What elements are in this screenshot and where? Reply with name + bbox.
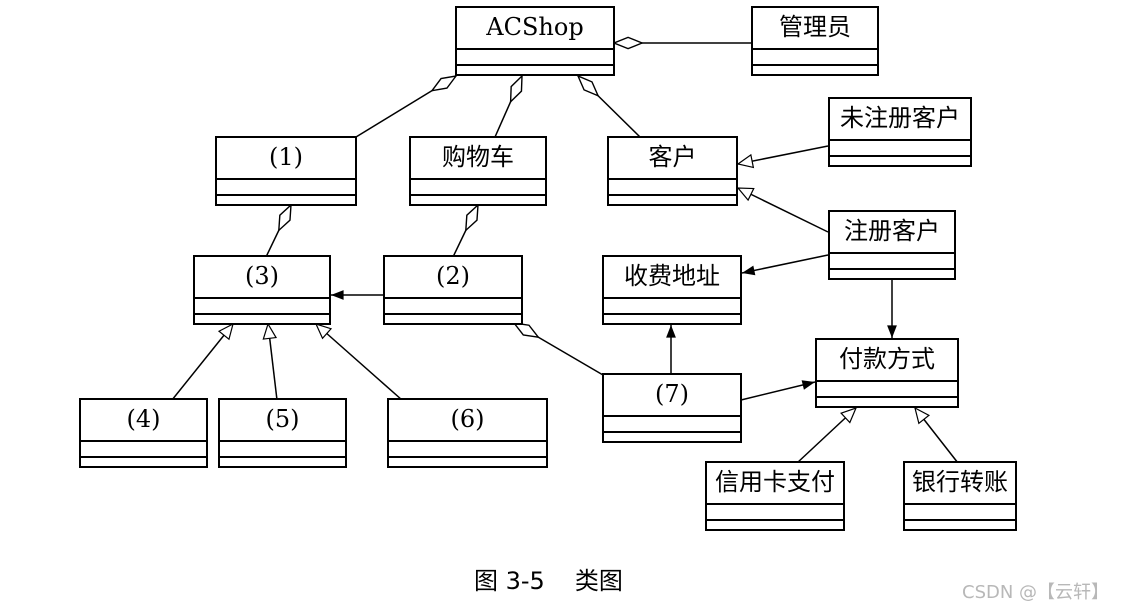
operations-section <box>81 458 206 471</box>
generalization-c4-c3 <box>171 324 233 401</box>
figure-number: 图 3-5 <box>474 567 545 595</box>
class-admin: 管理员 <box>751 6 879 76</box>
class-cart: 购物车 <box>409 136 547 206</box>
aggregation-c3-c1 <box>265 205 291 258</box>
class-name: (1) <box>217 138 355 180</box>
operations-section <box>905 521 1015 534</box>
attributes-section <box>81 442 206 458</box>
operations-section <box>411 196 545 209</box>
attributes-section <box>195 299 329 315</box>
operations-section <box>830 157 970 170</box>
class-name: 管理员 <box>753 8 877 50</box>
class-name: 银行转账 <box>905 463 1015 505</box>
generalization-c6-c3 <box>316 324 403 401</box>
class-name: 收费地址 <box>604 257 740 299</box>
operations-section <box>604 315 740 328</box>
attributes-section <box>604 417 740 433</box>
class-c7: (7) <box>602 373 742 443</box>
class-name: 未注册客户 <box>830 99 970 141</box>
class-acshop: ACShop <box>455 6 615 76</box>
operations-section <box>217 196 355 209</box>
class-name: (6) <box>389 400 546 442</box>
watermark: CSDN @【云轩】 <box>962 582 1110 603</box>
class-address: 收费地址 <box>602 255 742 325</box>
attributes-section <box>217 180 355 196</box>
attributes-section <box>707 505 843 521</box>
operations-section <box>195 315 329 328</box>
attributes-section <box>753 50 877 66</box>
operations-section <box>385 315 521 328</box>
association-c7-payment <box>740 380 816 401</box>
class-name: 客户 <box>609 138 736 180</box>
class-bank-transfer: 银行转账 <box>903 461 1017 531</box>
class-c6: (6) <box>387 398 548 468</box>
attributes-section <box>830 141 970 157</box>
class-name: (2) <box>385 257 521 299</box>
attributes-section <box>604 299 740 315</box>
aggregation-customer-acshop <box>578 76 641 138</box>
class-name: (7) <box>604 375 740 417</box>
class-unregistered-customer: 未注册客户 <box>828 97 972 167</box>
attributes-section <box>389 442 546 458</box>
class-c3: (3) <box>193 255 331 325</box>
class-name: 付款方式 <box>817 340 957 382</box>
attributes-section <box>411 180 545 196</box>
operations-section <box>604 433 740 446</box>
class-payment: 付款方式 <box>815 338 959 408</box>
attributes-section <box>385 299 521 315</box>
attributes-section <box>817 382 957 398</box>
operations-section <box>609 196 736 209</box>
class-name: 信用卡支付 <box>707 463 843 505</box>
operations-section <box>753 66 877 79</box>
aggregation-c2-cart <box>452 205 478 258</box>
class-name: (5) <box>220 400 345 442</box>
class-name: (4) <box>81 400 206 442</box>
operations-section <box>817 398 957 411</box>
attributes-section <box>905 505 1015 521</box>
class-c1: (1) <box>215 136 357 206</box>
attributes-section <box>609 180 736 196</box>
class-name: ACShop <box>457 8 613 50</box>
attributes-section <box>220 442 345 458</box>
operations-section <box>707 521 843 534</box>
class-c4: (4) <box>79 398 208 468</box>
class-c5: (5) <box>218 398 347 468</box>
class-name: 购物车 <box>411 138 545 180</box>
operations-section <box>389 458 546 471</box>
aggregation-c1-acshop <box>355 76 456 138</box>
figure-title: 类图 <box>574 567 623 595</box>
aggregation-cart-acshop <box>494 76 522 138</box>
operations-section <box>830 270 954 283</box>
association-registered-address <box>741 254 829 276</box>
class-customer: 客户 <box>607 136 738 206</box>
class-credit-card-payment: 信用卡支付 <box>705 461 845 531</box>
class-registered-customer: 注册客户 <box>828 210 956 280</box>
operations-section <box>457 66 613 79</box>
operations-section <box>220 458 345 471</box>
generalization-bank-payment <box>915 408 959 464</box>
aggregation-c7-c2 <box>514 323 604 376</box>
class-name: (3) <box>195 257 329 299</box>
figure-caption: 图 3-5 类图 <box>474 561 623 596</box>
generalization-registered-customer <box>738 187 829 233</box>
generalization-unregistered-customer <box>738 145 829 164</box>
class-c2: (2) <box>383 255 523 325</box>
class-name: 注册客户 <box>830 212 954 254</box>
attributes-section <box>830 254 954 270</box>
generalization-credit-payment <box>796 408 856 464</box>
attributes-section <box>457 50 613 66</box>
generalization-c5-c3 <box>268 324 278 401</box>
